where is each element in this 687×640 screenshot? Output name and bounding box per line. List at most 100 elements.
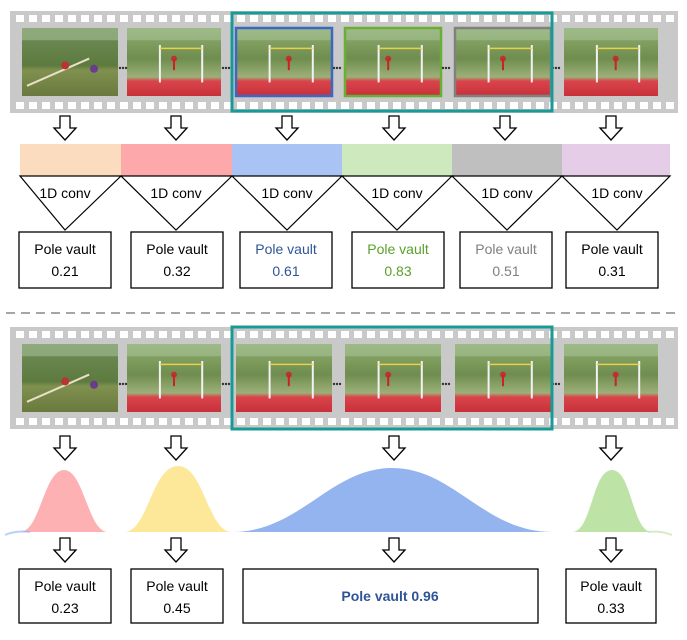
ellipsis-dot — [444, 382, 448, 386]
down-arrow-icon — [381, 115, 407, 141]
sprocket-hole — [614, 102, 622, 109]
feature-segment-4 — [342, 144, 452, 176]
sprocket-hole — [94, 102, 102, 109]
sprocket-hole — [328, 331, 336, 338]
sprocket-hole — [367, 102, 375, 109]
ellipsis-dot — [332, 66, 336, 70]
sprocket-hole — [562, 418, 570, 425]
sprocket-hole — [172, 15, 180, 22]
conv-triangle-5 — [450, 175, 564, 231]
sprocket-hole — [380, 418, 388, 425]
sprocket-hole — [185, 102, 193, 109]
top-arrows — [52, 115, 624, 141]
sprocket-hole — [302, 331, 310, 338]
sprocket-hole — [29, 331, 37, 338]
sprocket-hole — [68, 331, 76, 338]
sprocket-hole — [237, 102, 245, 109]
sprocket-hole — [341, 102, 349, 109]
sprocket-hole — [354, 331, 362, 338]
sprocket-hole — [120, 331, 128, 338]
sprocket-hole — [640, 102, 648, 109]
bottom-frame-3 — [236, 344, 332, 412]
sprocket-hole — [198, 331, 206, 338]
conv-triangle-2 — [119, 175, 234, 231]
top-highlight-box — [230, 11, 554, 113]
sprocket-hole — [250, 331, 258, 338]
sprocket-hole — [627, 418, 635, 425]
top-pred-label: Pole vault — [34, 241, 96, 257]
ellipsis-dot — [441, 66, 445, 70]
sprocket-hole — [146, 102, 154, 109]
bump-4 — [572, 470, 652, 532]
ellipsis-dot — [447, 382, 451, 386]
sprocket-hole — [640, 15, 648, 22]
top-pred-score: 0.32 — [163, 263, 190, 279]
sprocket-hole — [510, 418, 518, 425]
sprocket-hole — [146, 418, 154, 425]
ellipsis-dot — [335, 382, 339, 386]
bottom-prediction-boxes: Pole vault 0.23 Pole vault 0.45 Pole vau… — [18, 568, 657, 624]
sprocket-hole — [458, 102, 466, 109]
sprocket-hole — [419, 418, 427, 425]
sprocket-hole — [276, 418, 284, 425]
sprocket-hole — [276, 15, 284, 22]
sprocket-hole — [263, 102, 271, 109]
down-arrow-icon — [381, 537, 407, 563]
sprocket-hole — [42, 102, 50, 109]
bottom-pred-score-4: 0.33 — [597, 600, 624, 616]
sprocket-hole — [380, 102, 388, 109]
bottom-pred-label-3: Pole vault 0.96 — [341, 588, 438, 604]
sprocket-hole — [614, 331, 622, 338]
sprocket-hole — [601, 418, 609, 425]
feature-bar — [20, 144, 670, 176]
ellipsis-dot — [335, 66, 339, 70]
top-pred-box — [565, 231, 659, 289]
top-pred-box — [130, 231, 224, 289]
sprocket-hole — [211, 15, 219, 22]
sprocket-hole — [367, 331, 375, 338]
sprocket-hole — [497, 418, 505, 425]
sprocket-hole — [471, 15, 479, 22]
bottom-arrows-lower — [52, 537, 624, 563]
top-pred-label: Pole vault — [475, 241, 537, 257]
ellipsis-dot — [124, 66, 128, 70]
bottom-pred-box-4 — [565, 568, 657, 624]
down-arrow-icon — [492, 115, 518, 141]
sprocket-hole — [536, 15, 544, 22]
sprocket-hole — [393, 331, 401, 338]
sprocket-hole — [289, 102, 297, 109]
sprocket-hole — [588, 15, 596, 22]
bottom-pred-label-2: Pole vault — [146, 578, 208, 594]
sprocket-hole — [198, 418, 206, 425]
sprocket-hole — [601, 102, 609, 109]
bottom-pred-score-1: 0.23 — [51, 600, 78, 616]
sprocket-hole — [471, 418, 479, 425]
temporal-bumps — [4, 466, 673, 536]
ellipsis-dot — [224, 382, 228, 386]
sprocket-hole — [406, 102, 414, 109]
ellipsis-dot — [441, 382, 445, 386]
down-arrow-icon — [52, 435, 78, 461]
bottom-pred-score-2: 0.45 — [163, 600, 190, 616]
sprocket-hole — [588, 418, 596, 425]
sprocket-hole — [497, 102, 505, 109]
sprocket-hole — [536, 418, 544, 425]
sprocket-hole — [224, 15, 232, 22]
sprocket-hole — [367, 15, 375, 22]
top-pred-score: 0.31 — [598, 263, 625, 279]
baseline-right — [647, 530, 673, 536]
ellipsis-dot — [338, 382, 342, 386]
sprocket-hole — [484, 418, 492, 425]
sprocket-hole — [224, 102, 232, 109]
sprocket-hole — [406, 418, 414, 425]
feature-segment-6 — [562, 144, 670, 176]
ellipsis-dot — [554, 382, 558, 386]
sprocket-hole — [627, 15, 635, 22]
sprocket-hole — [393, 15, 401, 22]
top-pred-label: Pole vault — [581, 241, 643, 257]
sprocket-hole — [510, 102, 518, 109]
sprocket-hole — [107, 418, 115, 425]
sprocket-hole — [354, 418, 362, 425]
